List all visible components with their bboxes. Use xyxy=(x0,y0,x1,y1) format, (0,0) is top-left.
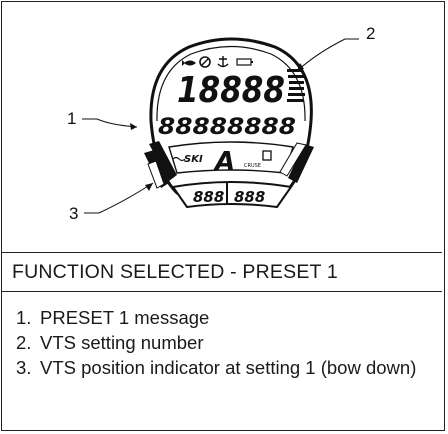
mode-letter: A xyxy=(213,147,235,177)
bottom-digit-frame xyxy=(171,181,293,209)
ski-label: SKI xyxy=(184,154,203,165)
gauge-inner-rim xyxy=(156,45,306,122)
callout-1-label: 1 xyxy=(67,109,76,128)
callout-3-label: 3 xyxy=(69,204,78,223)
legend-item-number: 1. xyxy=(16,307,32,328)
fish-icon xyxy=(182,60,196,66)
legend-item-number: 2. xyxy=(16,332,32,353)
left-bottom-digits: 888 xyxy=(193,188,224,206)
callout-2-label: 2 xyxy=(366,24,375,43)
cruise-label: CRUSE xyxy=(244,163,261,169)
vts-position-indicator xyxy=(144,141,177,189)
legend-item-text: PRESET 1 message xyxy=(40,307,210,328)
right-bottom-digits: 888 xyxy=(234,188,265,206)
gear-icon xyxy=(199,56,211,68)
anchor-icon xyxy=(217,56,229,68)
wave-icon xyxy=(172,156,186,162)
right-bar-indicator xyxy=(279,142,314,183)
legend-item-text: VTS setting number xyxy=(40,332,204,353)
unit-labels xyxy=(287,69,305,102)
figure-caption: FUNCTION SELECTED - PRESET 1 xyxy=(1,253,442,292)
status-icons-row xyxy=(182,56,253,68)
gauge-diagram: 18888 88888888 SKI A CRUSE xyxy=(67,24,375,223)
gauge-illustration: 18888 88888888 SKI A CRUSE xyxy=(1,1,442,253)
legend-item-text: VTS position indicator at setting 1 (bow… xyxy=(40,357,417,378)
legend-list: 1. PRESET 1 message 2. VTS setting numbe… xyxy=(16,306,436,381)
legend-item: 2. VTS setting number xyxy=(16,331,436,354)
legend-item: 1. PRESET 1 message xyxy=(16,306,436,329)
legend-item-number: 3. xyxy=(16,357,32,378)
legend-item: 3. VTS position indicator at setting 1 (… xyxy=(16,356,436,379)
preset-message-segments: 88888888 xyxy=(158,115,296,140)
top-digits: 18888 xyxy=(177,70,285,111)
fuel-icon xyxy=(262,150,272,161)
